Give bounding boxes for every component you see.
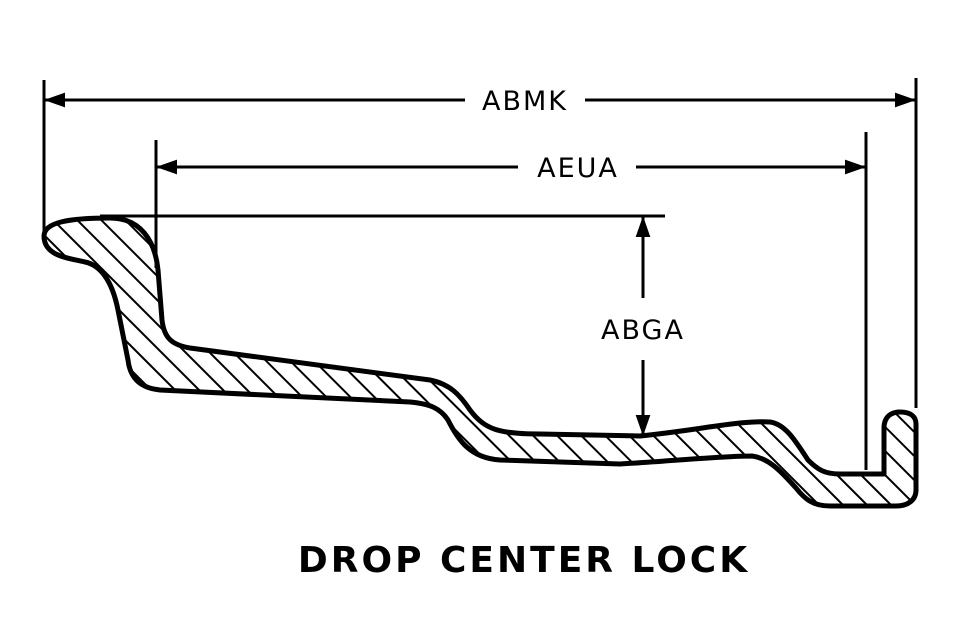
aeua-label: AEUA	[537, 153, 619, 184]
rim-cross-section	[41, 215, 919, 509]
abga-label: ABGA	[601, 315, 685, 346]
abmk-label: ABMK	[482, 86, 568, 117]
diagram-caption: DROP CENTER LOCK	[298, 540, 750, 581]
